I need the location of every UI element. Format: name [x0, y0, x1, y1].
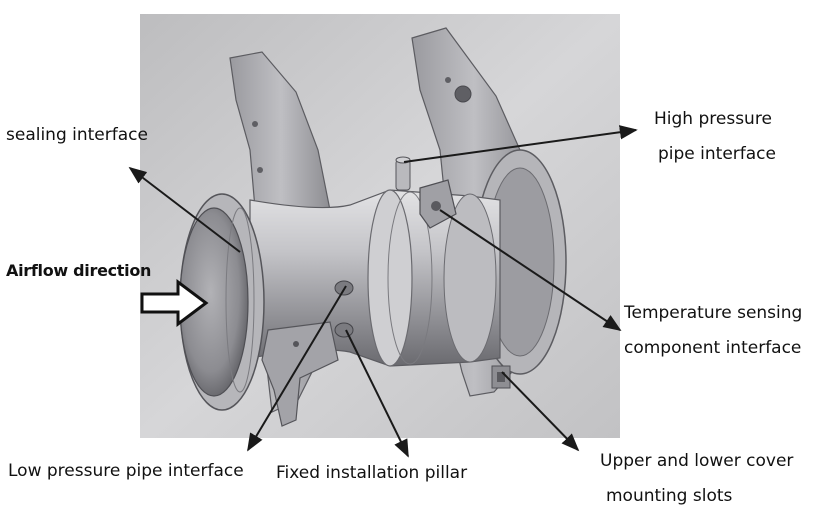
- cover-slot-tab: [491, 365, 511, 389]
- label-high-pressure-line2: pipe interface: [658, 144, 776, 164]
- label-high-pressure-line1: High pressure: [654, 109, 772, 129]
- label-temperature-sensing-line1: Temperature sensing: [624, 303, 803, 323]
- label-cover-slots-line2: mounting slots: [606, 486, 733, 506]
- leader-sealing-interface: [128, 166, 241, 253]
- main-body: [249, 189, 501, 367]
- inlet-flange: [179, 193, 265, 411]
- leader-high-pressure: [403, 125, 638, 163]
- leader-low-pressure: [247, 285, 347, 452]
- leader-lines: [128, 125, 638, 458]
- airflow-arrow: [140, 279, 209, 327]
- leader-temperature-sensing: [439, 209, 622, 331]
- label-cover-slots-line1: Upper and lower cover: [600, 451, 794, 471]
- leader-fixed-pillar: [345, 329, 409, 458]
- label-temperature-sensing-line2: component interface: [624, 338, 802, 358]
- leader-cover-slots: [501, 371, 580, 452]
- sensor-fittings: [395, 156, 457, 229]
- label-fixed-pillar: Fixed installation pillar: [276, 463, 468, 483]
- label-sealing-interface: sealing interface: [6, 125, 148, 145]
- label-airflow-direction: Airflow direction: [6, 261, 152, 280]
- bottom-bracket: [261, 321, 339, 427]
- label-low-pressure: Low pressure pipe interface: [8, 461, 244, 481]
